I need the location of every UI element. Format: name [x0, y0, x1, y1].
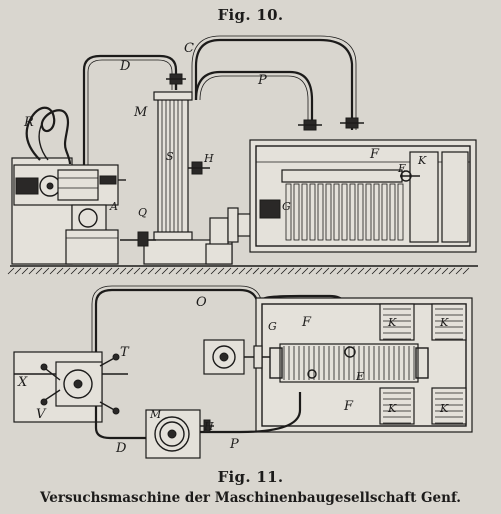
label-p: P	[257, 73, 267, 88]
label-e: E	[397, 162, 406, 175]
label-k3: K	[387, 402, 397, 415]
label-e-plan: E	[355, 370, 364, 383]
valve-p	[298, 119, 322, 131]
label-d: D	[119, 59, 131, 74]
label-c: C	[184, 41, 194, 56]
evaporator-tank	[249, 139, 477, 253]
label-k1: K	[387, 316, 397, 329]
label-q: Q	[138, 206, 147, 219]
label-s: S	[166, 150, 174, 163]
label-p-plan: P	[229, 437, 239, 452]
valve-c	[340, 117, 364, 129]
pump-unit	[205, 207, 270, 265]
label-g: G	[282, 200, 291, 213]
label-g-plan: G	[268, 320, 277, 333]
label-f-top: F	[301, 315, 312, 330]
label-a: A	[109, 200, 118, 213]
figure-caption: Versuchsmaschine der Maschinenbaugesells…	[40, 490, 461, 506]
pipe-d-plan	[94, 406, 150, 440]
valve-h	[188, 161, 210, 175]
ground-hatching	[7, 265, 478, 275]
label-k: K	[417, 154, 427, 167]
valve-d	[166, 73, 186, 85]
compressor-plan	[13, 351, 128, 423]
label-h: H	[203, 152, 214, 165]
label-d-plan: D	[115, 441, 127, 456]
label-h-plan: H	[203, 420, 214, 433]
compressor-unit	[11, 106, 126, 265]
label-m: M	[133, 105, 148, 120]
label-x: X	[17, 375, 28, 390]
motor-plan	[203, 339, 270, 375]
label-m-plan: M	[149, 408, 162, 421]
label-k4: K	[439, 402, 449, 415]
label-t: T	[120, 345, 130, 360]
figure-11-title: Fig. 11.	[217, 468, 284, 486]
label-k2: K	[439, 316, 449, 329]
pipe-c	[194, 38, 354, 130]
label-o: O	[196, 295, 207, 310]
label-v: V	[36, 407, 47, 422]
condenser-plan	[145, 409, 214, 459]
label-r: R	[23, 115, 34, 130]
pipe-p	[194, 70, 314, 130]
label-f-bottom: F	[343, 399, 354, 414]
label-f: F	[369, 147, 380, 162]
figure-10-title: Fig. 10.	[217, 6, 284, 24]
valve-q	[120, 231, 156, 247]
pipe-d	[82, 54, 178, 165]
pipe-p-plan	[200, 392, 302, 434]
